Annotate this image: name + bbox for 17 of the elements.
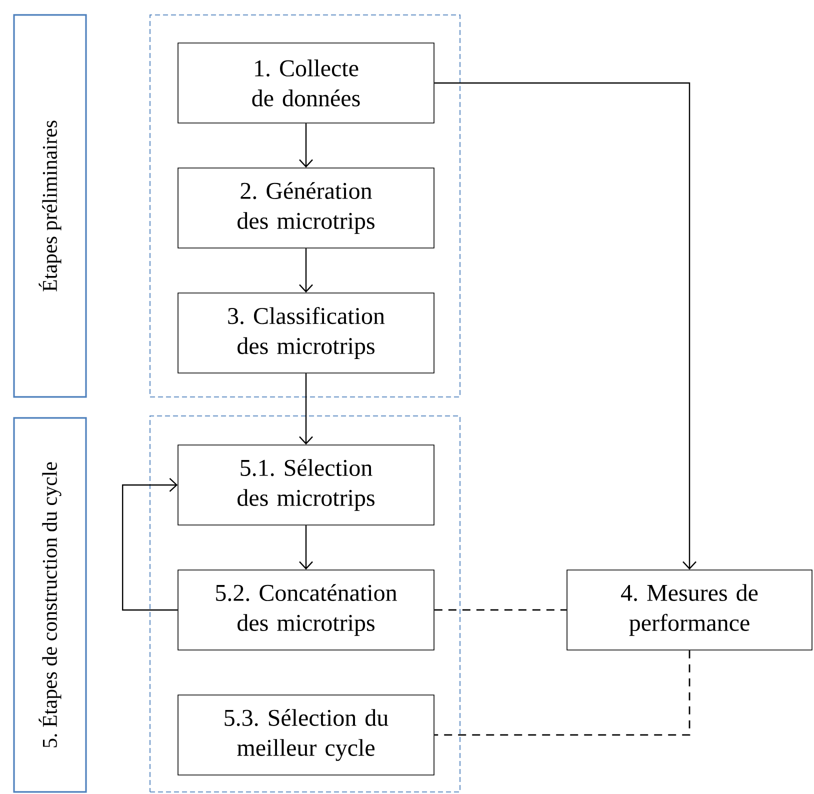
arrow xyxy=(299,248,313,293)
phase-box: Étapes préliminaires xyxy=(13,14,87,398)
process-box: 3. Classification des microtrips xyxy=(178,292,434,374)
group-frame xyxy=(150,14,460,398)
arrow xyxy=(299,525,313,570)
arrow xyxy=(299,373,313,445)
process-box: 5.1. Sélection des microtrips xyxy=(178,444,434,526)
process-box: 5.3. Sélection du meilleur cycle xyxy=(178,694,434,776)
arrow xyxy=(122,478,178,611)
process-box: 1. Collecte de données xyxy=(178,42,434,124)
process-box: 4. Mesures de performance xyxy=(566,570,812,650)
group-frame xyxy=(150,416,460,792)
process-box: 5.2. Concaténation des microtrips xyxy=(178,570,434,650)
phase-box: 5. Étapes de construction du cycle xyxy=(13,417,87,793)
process-box: 2. Génération des microtrips xyxy=(178,168,434,248)
arrow xyxy=(299,123,313,168)
arrow xyxy=(434,82,696,570)
